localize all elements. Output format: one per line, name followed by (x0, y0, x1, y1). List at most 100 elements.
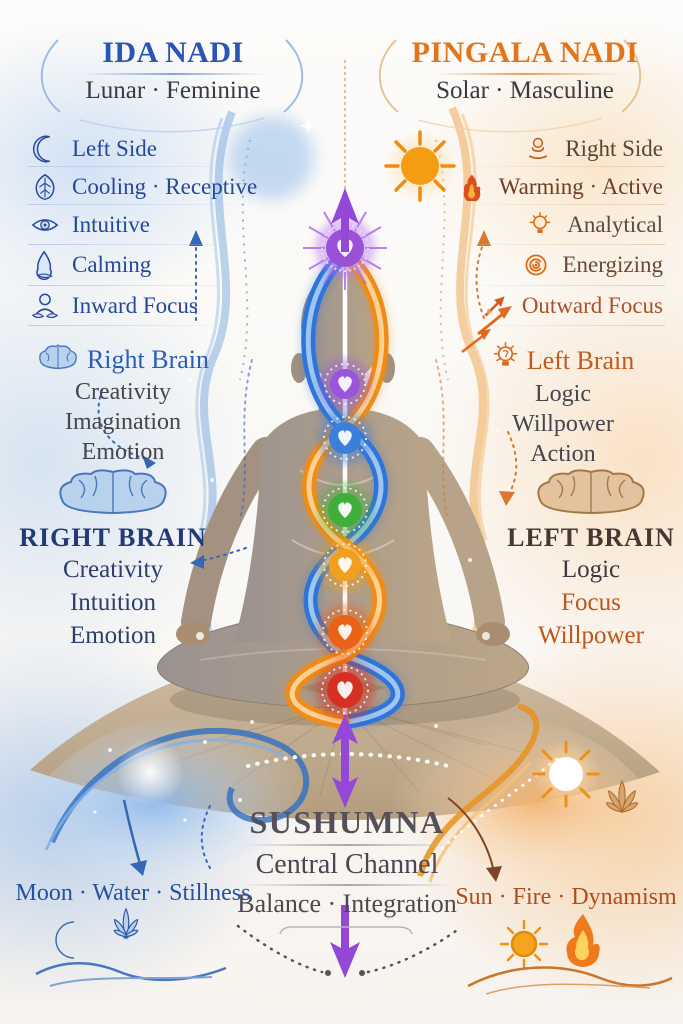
ida-title: IDA NADI (102, 36, 244, 69)
figure-left-hand (176, 622, 210, 646)
chakra-third-eye (319, 358, 371, 410)
left-brain-caps-line: Logic (561, 556, 621, 583)
right-brain-heading: Right Brain (86, 344, 210, 374)
right-brain-line: Emotion (81, 439, 165, 465)
chakra-throat (318, 411, 372, 465)
left-brain-heading: Left Brain (526, 345, 635, 375)
right-brain-caps-line: Creativity (63, 556, 163, 583)
right-brain-caps-line: Emotion (69, 622, 157, 649)
ida-item-label: Inward Focus (72, 293, 198, 318)
left-brain-line: Action (530, 441, 596, 467)
meditating-figure (157, 270, 529, 726)
divider (475, 325, 665, 326)
sushumna-subtitle: Central Channel (255, 849, 439, 880)
divider (28, 244, 253, 245)
divider (450, 285, 665, 286)
small-dune-icon (467, 966, 673, 988)
lightbulb-icon (492, 342, 519, 379)
chakra-sacral (317, 604, 373, 660)
pingala-list-item: Energizing (519, 247, 664, 283)
ida-item-label: Calming (72, 252, 152, 277)
left-brain-caps-heading: LEFT BRAIN (507, 523, 675, 552)
right-brain-block: Right Brain Creativity Imagination Emoti… (8, 342, 238, 467)
sushumna-double-arrow (332, 714, 358, 808)
chakra-root (315, 660, 375, 720)
lightbulb-icon (523, 208, 557, 242)
left-brain-block: Left Brain Logic Willpower Action (448, 342, 678, 469)
bottom-left-wave-art (0, 716, 310, 886)
pingala-list-item: Right Side (521, 131, 663, 167)
divider (450, 166, 665, 167)
flame-icon (455, 170, 489, 204)
meditator-icon (28, 289, 62, 323)
ida-header: IDA NADI Lunar · Feminine (28, 36, 318, 105)
divider (28, 285, 253, 286)
left-brain-illustration (480, 466, 683, 521)
ida-list-item: Cooling · Receptive (28, 169, 257, 205)
pingala-item-label: Right Side (565, 136, 663, 161)
right-brain-line: Imagination (65, 409, 181, 435)
water-drop-icon (28, 248, 62, 282)
left-brain-caps-line: Willpower (538, 622, 644, 649)
ida-title-rule (80, 73, 266, 75)
divider (450, 244, 665, 245)
figure-right-hand (476, 622, 510, 646)
chakra-solar-plexus (318, 538, 372, 592)
top-sun-art (384, 130, 456, 202)
ida-list-item: Left Side (28, 131, 157, 167)
pingala-list-item: Analytical (523, 207, 663, 243)
glow-sun-art (532, 740, 600, 808)
left-brain-caps-line: Focus (561, 589, 621, 616)
small-lotus-icon (113, 907, 139, 940)
pingala-subtitle: Solar · Masculine (436, 77, 614, 104)
left-brain-line: Logic (535, 381, 591, 407)
right-brain-caps-heading: RIGHT BRAIN (19, 523, 207, 552)
pingala-item-label: Analytical (567, 212, 663, 237)
pingala-title-rule (432, 73, 618, 75)
guide-arrows (97, 230, 518, 976)
ida-item-label: Left Side (72, 136, 157, 161)
arrow-icon (478, 289, 512, 323)
brain-icon (37, 342, 79, 377)
crescent-moon-icon (28, 132, 62, 166)
moon-water-caption: Moon · Water · Stillness (15, 880, 251, 906)
divider (28, 325, 228, 326)
pingala-item-label: Outward Focus (521, 293, 663, 318)
ida-list-item: Calming (28, 247, 151, 283)
chakra-heart (317, 482, 373, 538)
divider (450, 204, 665, 205)
eye-icon (28, 208, 62, 242)
pingala-title: PINGALA NADI (411, 36, 639, 69)
sushumna-title: SUSHUMNA (249, 804, 445, 840)
ida-list-item: Inward Focus (28, 288, 198, 324)
pingala-header: PINGALA NADI Solar · Masculine (372, 36, 678, 105)
right-brain-line: Creativity (75, 379, 171, 405)
left-brain-line: Willpower (512, 411, 614, 437)
small-sun-icon (499, 919, 549, 969)
leaf-icon (28, 170, 62, 204)
divider (28, 166, 253, 167)
ida-subtitle: Lunar · Feminine (85, 77, 261, 104)
small-crescent-icon (55, 921, 75, 959)
sushumna-block: SUSHUMNA Central Channel Balance · Integ… (192, 804, 502, 919)
energy-gear-icon (519, 248, 553, 282)
sun-fire-illustration (467, 914, 673, 995)
sushumna-rule (239, 884, 455, 886)
divider (28, 204, 253, 205)
figure-right-arm (405, 437, 505, 637)
right-brain-illustration (2, 466, 224, 521)
pingala-item-label: Energizing (562, 252, 664, 277)
title-decorations (40, 39, 642, 935)
sushumna-rule (239, 844, 455, 846)
pingala-item-label: Warming · Active (498, 174, 663, 199)
pingala-list-item: Warming · Active (455, 169, 663, 205)
small-flame-icon (566, 914, 600, 967)
sun-fire-caption: Sun · Fire · Dynamism (455, 884, 677, 910)
sushumna-tagline: Balance · Integration (237, 889, 457, 918)
ida-item-label: Intuitive (72, 212, 150, 237)
pingala-list-item: Outward Focus (478, 288, 663, 324)
right-brain-caps-line: Intuition (69, 589, 157, 616)
bottom-right-swirl-art (389, 703, 683, 886)
